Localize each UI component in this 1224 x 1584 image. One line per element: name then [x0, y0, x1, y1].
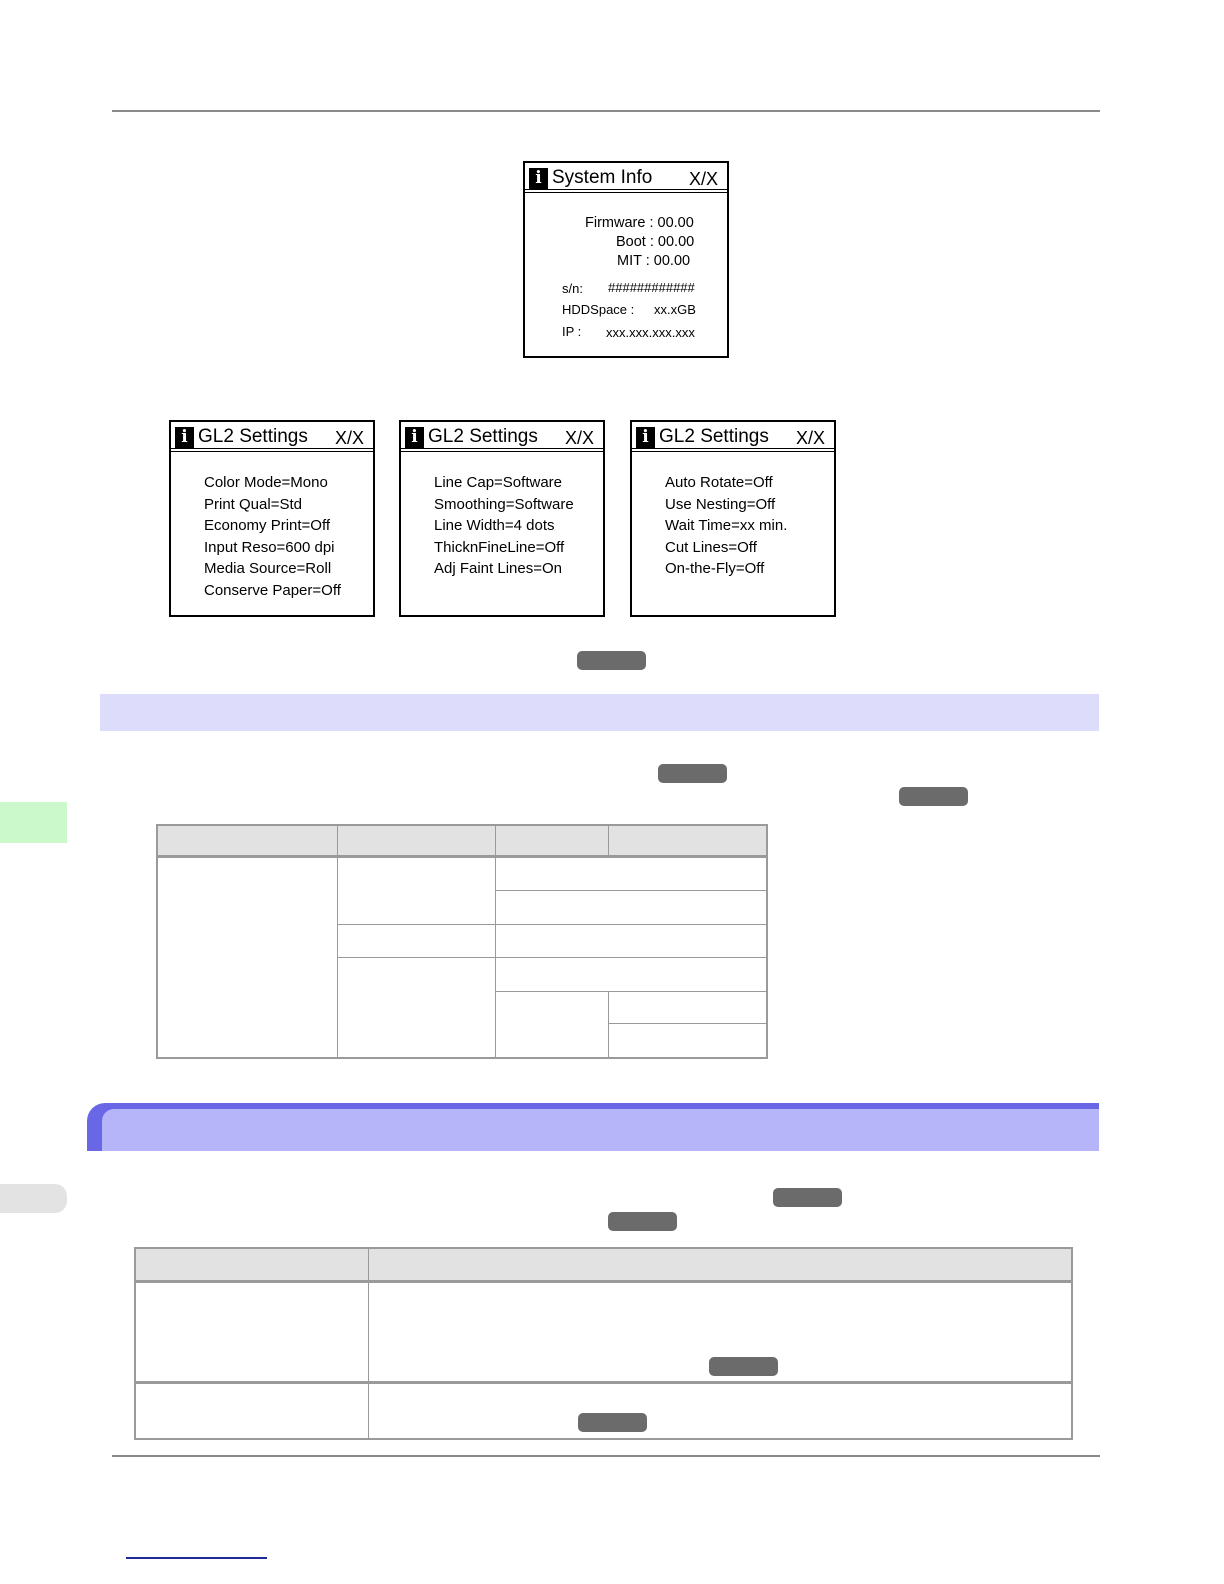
section-heading-inner [102, 1109, 1099, 1151]
table-header-cell [135, 1248, 369, 1281]
setting-line: Adj Faint Lines=On [434, 560, 562, 577]
sn-label: s/n: [562, 281, 583, 296]
panel-header: i GL2 Settings X/X [401, 422, 603, 452]
page-reference-link[interactable] [773, 1188, 842, 1207]
panel-lines: Color Mode=Mono Print Qual=Std Economy P… [204, 472, 341, 601]
panel-title: GL2 Settings [428, 426, 538, 447]
gl2-settings-panel-3: i GL2 Settings X/X Auto Rotate=Off Use N… [630, 420, 836, 617]
page-reference-link[interactable] [709, 1357, 778, 1376]
setting-line: On-the-Fly=Off [665, 560, 765, 577]
table-cell [337, 857, 496, 925]
table-cell [135, 1282, 369, 1383]
ip-label: IP : [562, 324, 582, 339]
boot-line: Boot : 00.00 [616, 234, 695, 250]
table-row-divider [135, 1381, 1072, 1383]
subsection-heading-band [100, 694, 1099, 731]
panel-title: GL2 Settings [198, 426, 308, 447]
table-header-cell [337, 825, 496, 857]
system-info-panel: i System Info X/X Firmware : 00.00 Boot … [523, 161, 729, 358]
chapter-side-tab-active[interactable] [0, 802, 67, 843]
ip-value: xxx.xxx.xxx.xxx [606, 325, 695, 340]
panel-header: i GL2 Settings X/X [632, 422, 834, 452]
page-reference-link[interactable] [608, 1212, 677, 1231]
setting-line: Color Mode=Mono [204, 474, 328, 491]
setting-line: Conserve Paper=Off [204, 581, 341, 599]
table-cell [495, 857, 767, 891]
table-cell [337, 957, 496, 1058]
gl2-settings-panel-2: i GL2 Settings X/X Line Cap=Software Smo… [399, 420, 605, 617]
info-icon: i [175, 427, 194, 448]
setting-line: Smoothing=Software [434, 495, 574, 513]
table-header-cell [608, 825, 767, 857]
table-cell [495, 957, 767, 992]
section-heading-band [87, 1103, 1099, 1151]
table-cell [608, 1023, 767, 1058]
panel-header: i System Info X/X [525, 163, 727, 193]
table-header-divider [157, 855, 767, 857]
info-icon: i [405, 427, 424, 448]
table-cell [608, 991, 767, 1024]
panel-title: GL2 Settings [659, 426, 769, 447]
panel-page-indicator: X/X [334, 428, 364, 448]
sn-value: ############ [608, 280, 695, 295]
table-cell [368, 1383, 1072, 1439]
info-icon: i [529, 168, 548, 189]
page-reference-link[interactable] [578, 1413, 647, 1432]
setting-line: Economy Print=Off [204, 517, 331, 534]
table-cell [157, 857, 338, 1058]
panel-lines: Auto Rotate=Off Use Nesting=Off Wait Tim… [665, 472, 787, 580]
table-header-cell [368, 1248, 1072, 1281]
chapter-side-tab[interactable] [0, 1184, 67, 1213]
hdd-label: HDDSpace : [562, 302, 635, 317]
panel-page-indicator: X/X [688, 169, 718, 189]
table-header-cell [157, 825, 338, 857]
setting-line: Line Width=4 dots [434, 517, 555, 534]
setting-line: Input Reso=600 dpi [204, 538, 335, 556]
header-rule [112, 110, 1100, 112]
table-cell [495, 924, 767, 958]
firmware-line: Firmware : 00.00 [585, 215, 694, 231]
info-icon: i [636, 427, 655, 448]
panel-page-indicator: X/X [795, 428, 825, 448]
footer-rule [112, 1455, 1100, 1457]
table-cell [495, 890, 767, 925]
setting-line: Auto Rotate=Off [665, 474, 773, 491]
table-cell [495, 991, 609, 1058]
panel-lines: Line Cap=Software Smoothing=Software Lin… [434, 472, 574, 580]
setting-line: Use Nesting=Off [665, 495, 776, 513]
table-cell [368, 1282, 1072, 1383]
table-cell [135, 1383, 369, 1439]
gl2-settings-panel-1: i GL2 Settings X/X Color Mode=Mono Print… [169, 420, 375, 617]
setting-line: Media Source=Roll [204, 560, 332, 577]
footer-link-underline[interactable] [126, 1557, 267, 1559]
setting-line: ThicknFineLine=Off [434, 538, 565, 556]
table-header-cell [495, 825, 609, 857]
page-reference-link[interactable] [577, 651, 646, 670]
mit-line: MIT : 00.00 [617, 253, 691, 269]
setting-line: Cut Lines=Off [665, 538, 757, 556]
setting-line: Wait Time=xx min. [665, 517, 788, 534]
setting-line: Print Qual=Std [204, 495, 302, 513]
setting-line: Line Cap=Software [434, 474, 562, 491]
table-cell [337, 924, 496, 958]
panel-page-indicator: X/X [564, 428, 594, 448]
table-header-divider [135, 1280, 1072, 1282]
hdd-value: xx.xGB [654, 302, 696, 317]
panel-header: i GL2 Settings X/X [171, 422, 373, 452]
page-reference-link[interactable] [899, 787, 968, 806]
page-reference-link[interactable] [658, 764, 727, 783]
panel-title: System Info [552, 167, 653, 188]
